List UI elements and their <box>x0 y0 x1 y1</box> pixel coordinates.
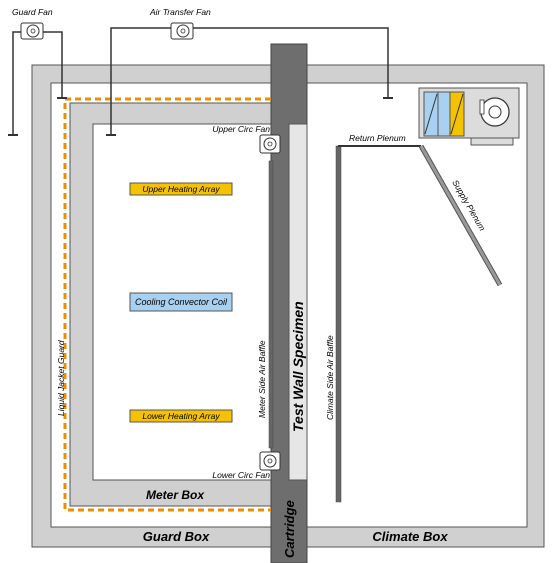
liquid-jacket-guard-label: Liquid Jacket Guard <box>56 340 66 416</box>
air-transfer-duct <box>110 27 389 135</box>
cooling-convector-coil-label: Cooling Convector Coil <box>135 297 228 307</box>
upper-circ-fan-label: Upper Circ Fan <box>212 124 270 134</box>
climate-box-interior <box>306 82 528 528</box>
lower-heating-array <box>129 409 233 423</box>
meter-side-air-baffle <box>268 160 274 449</box>
meter-side-air-baffle-label: Meter Side Air Baffle <box>257 340 267 418</box>
ahu-unit-icon <box>418 87 520 146</box>
climate-side-air-baffle-label: Climate Side Air Baffle <box>325 335 335 420</box>
liquid-jacket-guard-line <box>63 97 271 512</box>
climate-box-label: Climate Box <box>372 529 448 544</box>
cartridge-label: Cartridge <box>282 500 297 558</box>
return-plenum-label: Return Plenum <box>349 133 406 143</box>
climate-side-air-baffle <box>335 145 342 503</box>
fan-icon <box>20 22 44 40</box>
cooling-convector-coil <box>129 292 233 312</box>
fan-icon <box>170 22 194 40</box>
lower-heating-array-label: Lower Heating Array <box>142 411 220 421</box>
meter-box-label: Meter Box <box>146 488 205 502</box>
upper-heating-array <box>129 182 233 196</box>
guard-fan-label: Guard Fan <box>12 7 53 17</box>
fan-icon <box>259 134 281 154</box>
test-wall-specimen-label: Test Wall Specimen <box>290 301 306 432</box>
upper-heating-array-label: Upper Heating Array <box>142 184 220 194</box>
air-transfer-fan-label: Air Transfer Fan <box>149 7 211 17</box>
lower-circ-fan-label: Lower Circ Fan <box>212 470 270 480</box>
supply-plenum-inner <box>419 145 502 286</box>
guard-box-label: Guard Box <box>143 529 210 544</box>
test-wall-specimen <box>288 123 308 481</box>
fan-icon <box>259 451 281 471</box>
